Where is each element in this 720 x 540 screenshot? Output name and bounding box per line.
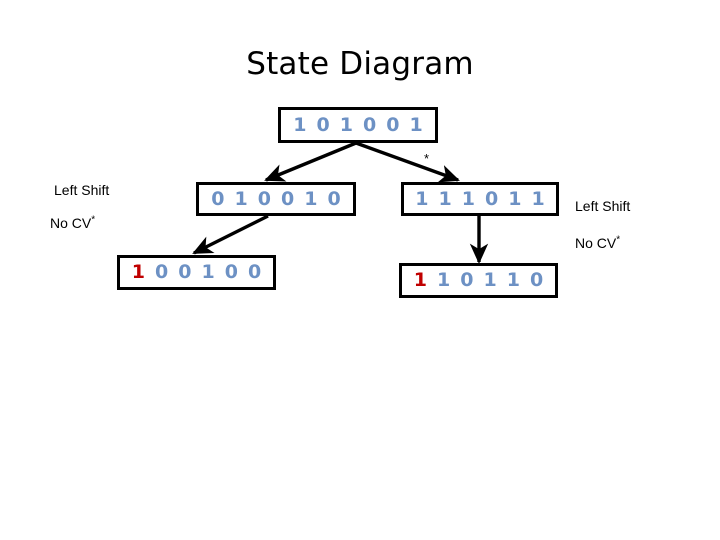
bit: 1 bbox=[304, 187, 318, 210]
state-node-bottom-left[interactable]: 1 0 0 1 0 0 bbox=[117, 255, 276, 290]
bit: 0 bbox=[178, 261, 192, 283]
bit: 0 bbox=[316, 113, 330, 136]
bit: 1 bbox=[234, 187, 248, 210]
label-no-cv-right-text: No CV bbox=[575, 235, 617, 251]
bit: 0 bbox=[386, 113, 400, 136]
bit: 0 bbox=[257, 187, 271, 210]
bit: 1 bbox=[339, 113, 353, 136]
label-no-cv-left: No CV* bbox=[50, 215, 95, 231]
bit: 0 bbox=[485, 187, 499, 210]
label-no-cv-right: No CV* bbox=[575, 235, 620, 251]
state-bits-mid-right: 1 1 1 0 1 1 bbox=[410, 187, 549, 210]
transition-arrow-top-to-mid-left bbox=[264, 141, 357, 182]
bit: 1 bbox=[461, 187, 475, 210]
bit: 1 bbox=[131, 261, 146, 283]
transition-arrow-top-to-mid-right bbox=[355, 141, 460, 183]
state-node-mid-left[interactable]: 0 1 0 0 1 0 bbox=[196, 182, 356, 216]
bit: 1 bbox=[508, 187, 522, 210]
bit: 1 bbox=[409, 113, 423, 136]
label-left-shift-right: Left Shift bbox=[575, 198, 631, 214]
label-no-cv-left-star: * bbox=[91, 214, 96, 226]
bit: 0 bbox=[327, 187, 341, 210]
state-node-mid-right[interactable]: 1 1 1 0 1 1 bbox=[401, 182, 559, 216]
bit: 1 bbox=[483, 269, 497, 291]
bit: 0 bbox=[211, 187, 225, 210]
state-bits-bottom-left: 1 0 0 1 0 0 bbox=[127, 263, 266, 282]
bit: 1 bbox=[415, 187, 429, 210]
label-no-cv-right-star: * bbox=[616, 234, 621, 246]
bit: 1 bbox=[438, 187, 452, 210]
bit: 1 bbox=[201, 261, 215, 283]
state-node-bottom-right[interactable]: 1 1 0 1 1 0 bbox=[399, 263, 558, 298]
bit: 1 bbox=[413, 269, 428, 291]
bit: 0 bbox=[529, 269, 544, 291]
state-bits-bottom-right: 1 1 0 1 1 0 bbox=[409, 271, 548, 290]
bit: 0 bbox=[363, 113, 377, 136]
bit: 0 bbox=[155, 261, 169, 283]
bit: 0 bbox=[247, 261, 262, 283]
state-bits-mid-left: 0 1 0 0 1 0 bbox=[206, 187, 345, 210]
asterisk-annotation: * bbox=[424, 151, 430, 166]
label-no-cv-left-text: No CV bbox=[50, 215, 92, 231]
bit: 1 bbox=[293, 113, 307, 136]
bit: 1 bbox=[531, 187, 545, 210]
bit: 0 bbox=[224, 261, 238, 283]
state-bits-top: 1 0 1 0 0 1 bbox=[288, 113, 427, 136]
bit: 1 bbox=[506, 269, 520, 291]
page-title: State Diagram bbox=[246, 46, 474, 82]
bit: 1 bbox=[437, 269, 451, 291]
bit: 0 bbox=[281, 187, 295, 210]
label-left-shift-left: Left Shift bbox=[54, 182, 110, 198]
bit: 0 bbox=[460, 269, 474, 291]
state-node-top[interactable]: 1 0 1 0 0 1 bbox=[278, 107, 438, 143]
transition-arrow-mid-left-to-bottom-left bbox=[192, 214, 269, 255]
